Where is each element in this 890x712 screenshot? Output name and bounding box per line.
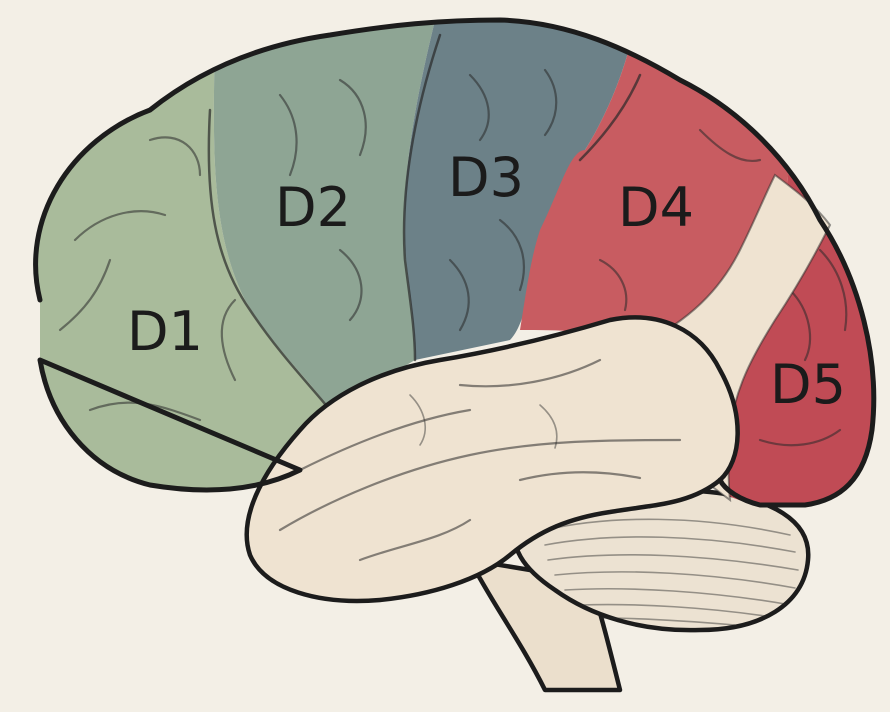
region-label-d3: D3: [448, 146, 524, 209]
region-label-d1: D1: [127, 300, 203, 363]
region-label-d5: D5: [770, 353, 846, 416]
region-label-d2: D2: [275, 176, 351, 239]
region-label-d4: D4: [618, 176, 694, 239]
